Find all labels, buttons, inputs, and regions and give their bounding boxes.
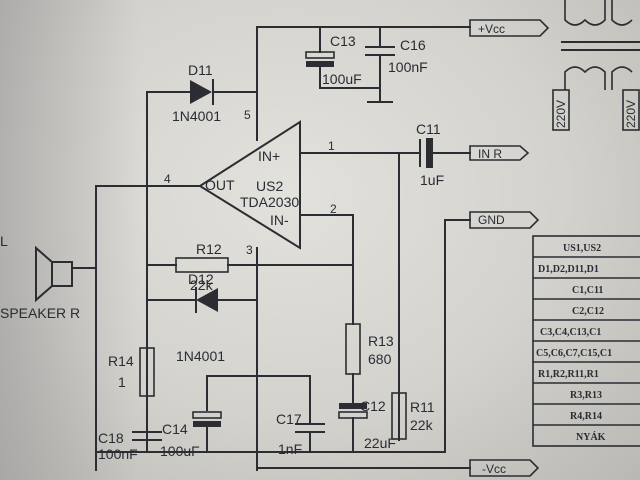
c13-value: 100uF <box>322 71 362 87</box>
d11-value: 1N4001 <box>172 108 221 124</box>
ic-part: TDA2030 <box>240 194 299 210</box>
resistor-r11: R11 22k <box>391 392 435 440</box>
r12-ref: R12 <box>196 241 222 257</box>
table-row: R4,R14 <box>570 411 602 422</box>
in-r-terminal: IN R <box>469 145 530 161</box>
pin2-number: 2 <box>330 202 337 216</box>
speaker-label: SPEAKER R <box>0 305 80 321</box>
c18-value: 100nF <box>98 446 138 462</box>
transformer: 220V 220V <box>552 0 640 131</box>
r11-ref: R11 <box>410 399 435 415</box>
table-row: D1,D2,D11,D1 <box>538 264 599 275</box>
table-row: C3,C4,C13,C1 <box>540 327 601 338</box>
transformer-primary-label: 220V <box>554 100 568 128</box>
speaker-icon: L SPEAKER R <box>0 233 97 321</box>
paper-shadow <box>0 0 140 480</box>
transformer-secondary-label: 220V <box>624 100 638 128</box>
pin4-number: 4 <box>164 172 171 186</box>
ic-name: US2 <box>256 178 283 194</box>
diode-d11: D11 1N4001 <box>146 62 258 187</box>
d12-value: 1N4001 <box>176 348 225 364</box>
table-row: C2,C12 <box>572 306 604 317</box>
c17-ref: C17 <box>276 411 302 427</box>
vcc-rail <box>256 26 471 141</box>
r13-value: 680 <box>368 351 392 367</box>
vcc-pos-terminal: +Vcc <box>469 19 550 37</box>
diode-d12: D12 1N4001 <box>146 271 258 364</box>
vcc-neg-label: -Vcc <box>482 462 506 476</box>
pin-out-label: OUT <box>205 177 235 193</box>
pin5-number: 5 <box>244 108 251 122</box>
c16-ref: C16 <box>400 37 426 53</box>
table-row: R1,R2,R11,R1 <box>538 369 599 380</box>
c11-ref: C11 <box>416 121 441 137</box>
resistor-r14: R14 1 <box>108 347 155 397</box>
vcc-neg-terminal: -Vcc <box>469 459 540 477</box>
vcc-pos-label: +Vcc <box>478 22 505 36</box>
capacitor-c18: C18 100nF <box>98 430 162 462</box>
table-row: US1,US2 <box>563 243 601 254</box>
gnd-label: GND <box>478 213 505 227</box>
r11-value: 22k <box>410 417 434 433</box>
opamp-tda2030: IN+ US2 TDA2030 IN- OUT 4 1 2 5 3 <box>164 108 337 257</box>
parts-table: US1,US2 D1,D2,D11,D1 C1,C11 C2,C12 C3,C4… <box>532 235 640 447</box>
d12-ref: D12 <box>188 271 214 287</box>
capacitor-c17: C17 1nF <box>276 411 325 457</box>
r13-ref: R13 <box>368 333 394 349</box>
gnd-terminal: GND <box>444 211 540 453</box>
c12-ref: C12 <box>360 398 386 414</box>
c17-value: 1nF <box>278 441 302 457</box>
vcc-neg-rail <box>206 247 471 471</box>
c18-ref: C18 <box>98 430 124 446</box>
capacitor-c12: C12 22uF <box>338 398 396 453</box>
input-path <box>299 152 471 441</box>
output-net <box>95 185 354 471</box>
c13-ref: C13 <box>330 33 356 49</box>
table-row: NYÁK <box>576 431 606 443</box>
in-r-label: IN R <box>478 147 502 161</box>
capacitor-c16: C16 100nF <box>365 37 428 75</box>
c12-value: 22uF <box>364 435 396 451</box>
pin-inn-label: IN- <box>270 212 289 228</box>
table-row: C1,C11 <box>572 285 603 296</box>
c14-ref: C14 <box>162 421 188 437</box>
table-row: C5,C6,C7,C15,C1 <box>536 348 612 359</box>
table-row: R3,R13 <box>570 390 602 401</box>
capacitor-c11: C11 1uF <box>416 121 444 188</box>
pin3-number: 3 <box>246 243 253 257</box>
resistor-r13: R13 680 <box>345 323 394 403</box>
r14-value: 1 <box>118 374 126 390</box>
c16-value: 100nF <box>388 59 428 75</box>
pin-inp-label: IN+ <box>258 148 280 164</box>
r14-ref: R14 <box>108 353 134 369</box>
capacitor-c13: C13 100uF <box>305 33 362 89</box>
pin1-number: 1 <box>328 139 335 153</box>
c11-value: 1uF <box>420 172 444 188</box>
d11-ref: D11 <box>188 62 213 78</box>
speaker-prefix: L <box>0 233 8 249</box>
